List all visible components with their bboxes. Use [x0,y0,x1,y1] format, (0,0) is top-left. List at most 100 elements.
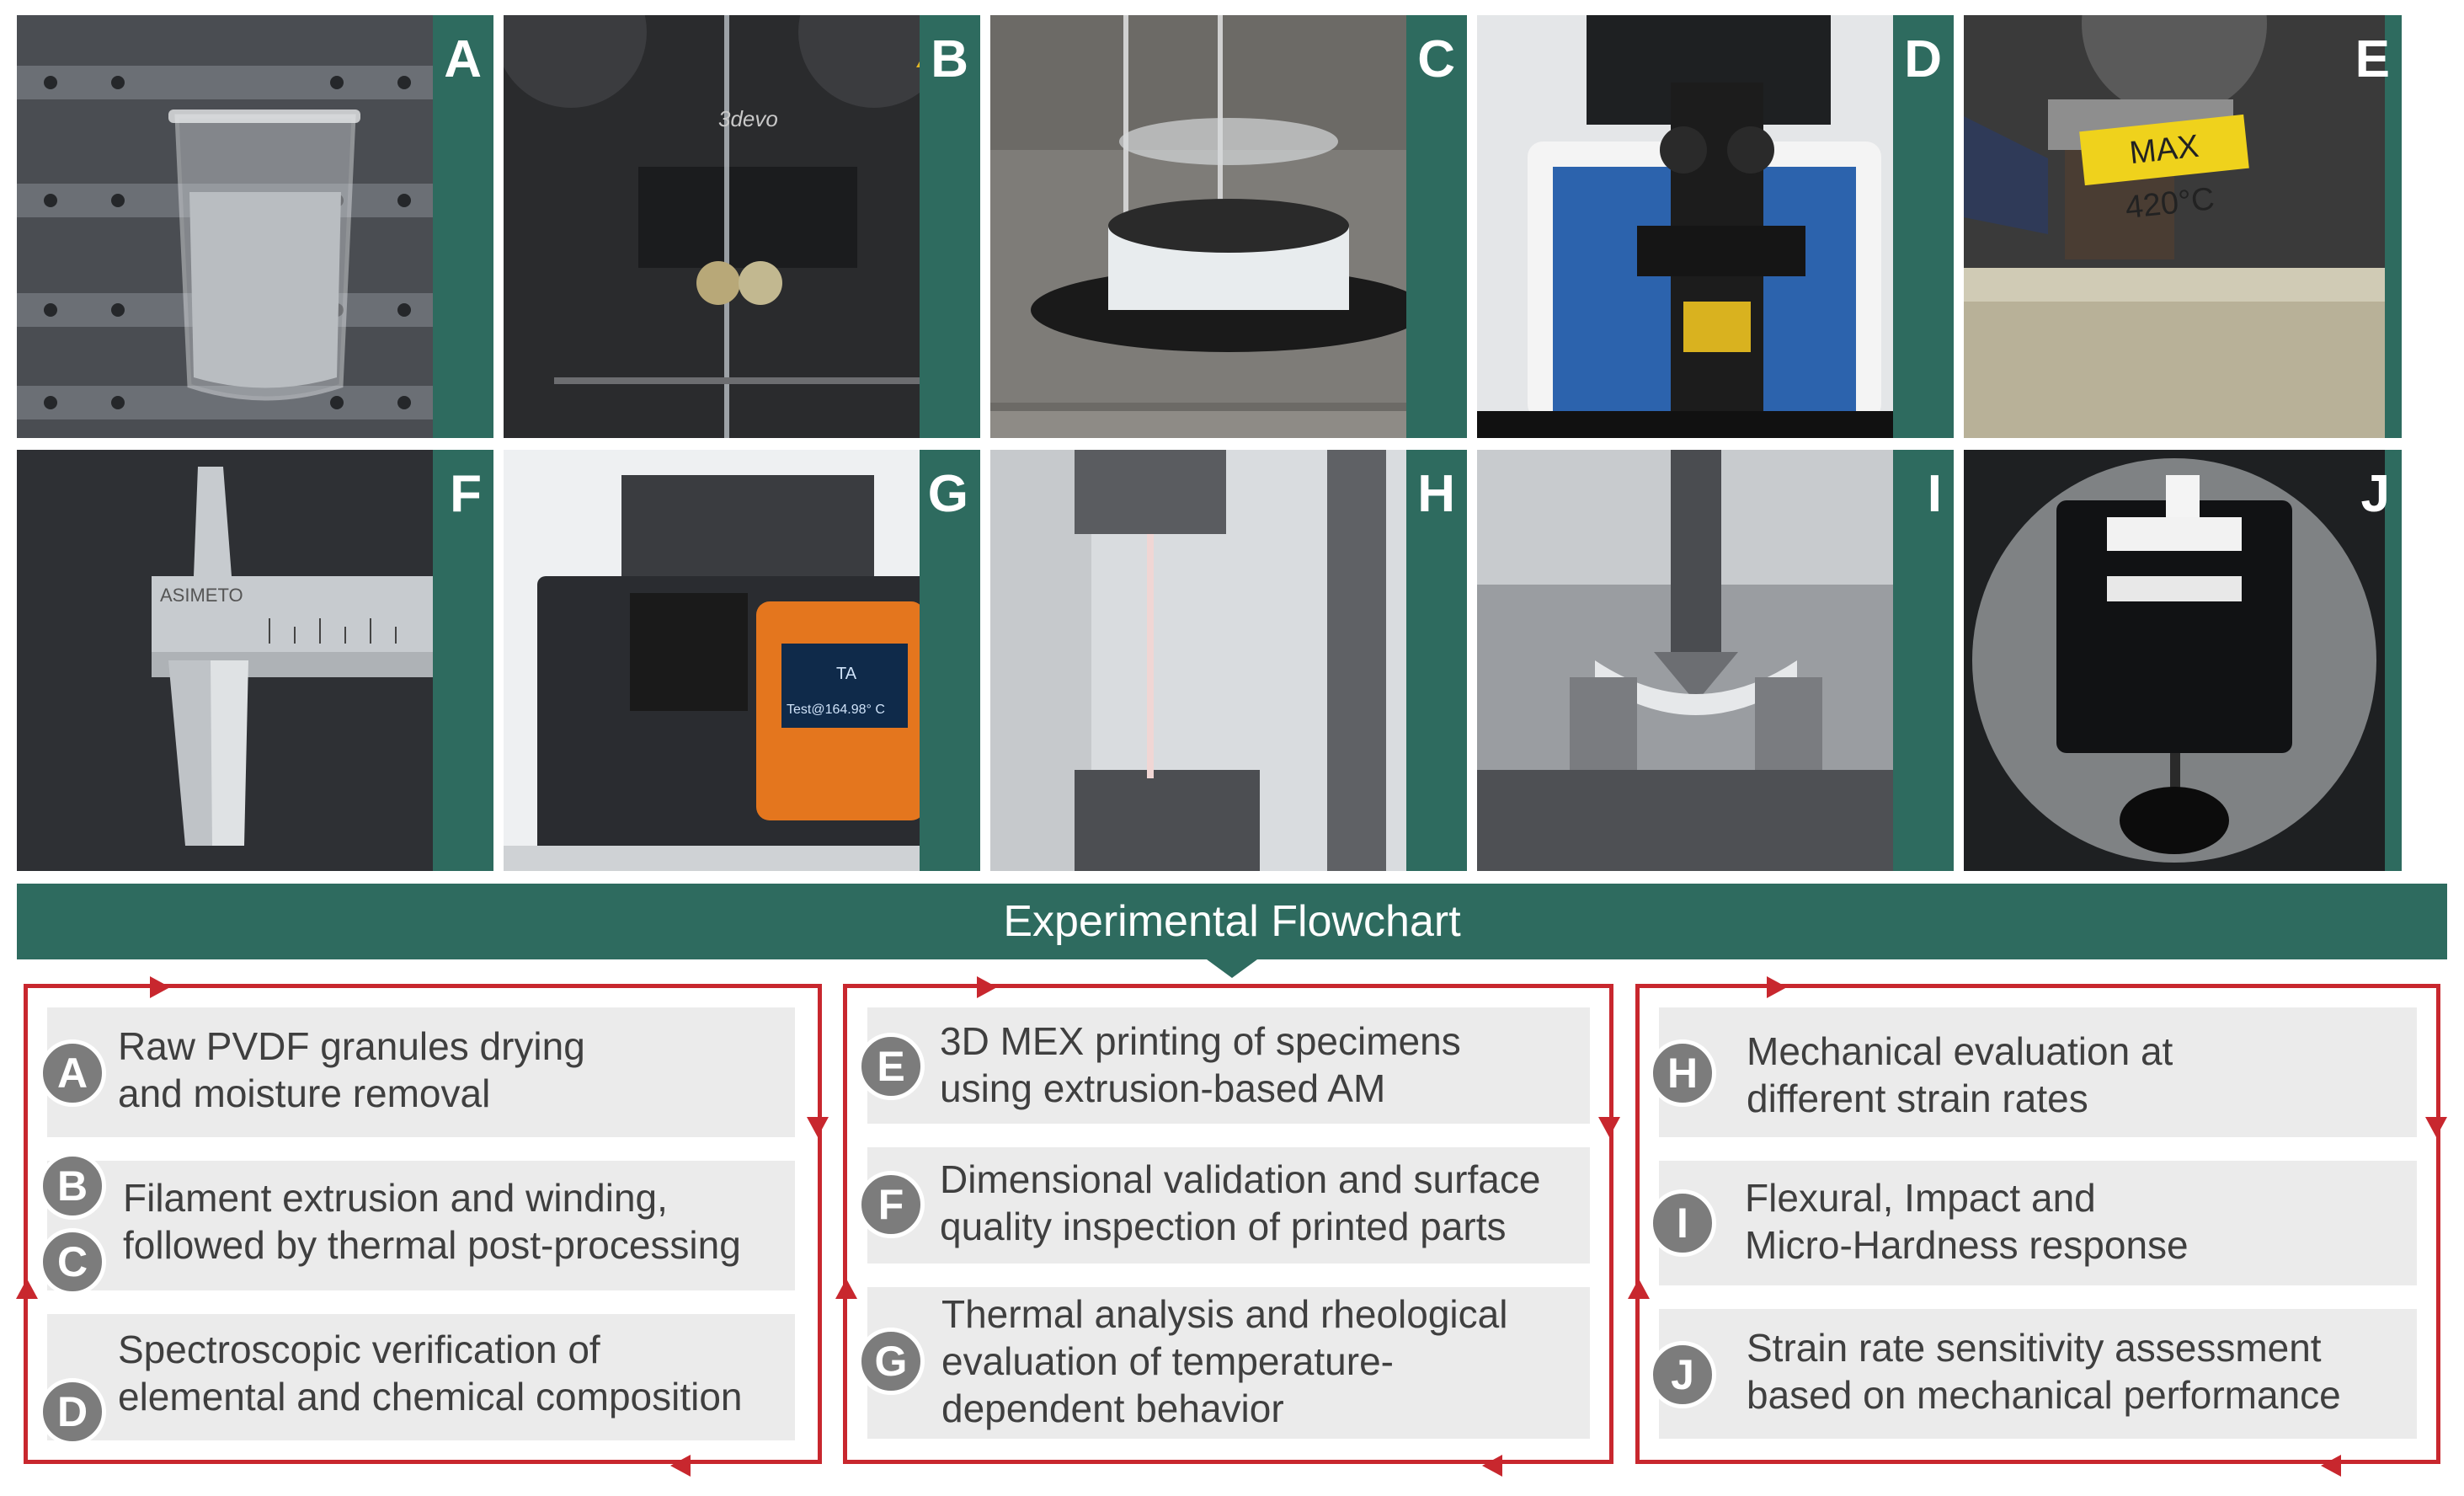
step-text: Thermal analysis and rheological evaluat… [941,1290,1507,1432]
step-text-line: Strain rate sensitivity assessment [1747,1326,2322,1370]
step-badge: D [39,1378,106,1445]
step-text-line: dependent behavior [941,1386,1284,1430]
step-badge: J [1649,1341,1716,1408]
banner-pointer [1207,959,1257,978]
step-text-line: Thermal analysis and rheological [941,1292,1508,1336]
step-badge: G [857,1328,925,1395]
flow-step-8 [1659,1161,2417,1285]
flow-arrow-right [1767,976,1787,998]
flow-arrow-up [1628,1279,1650,1299]
step-text: Filament extrusion and winding, followed… [123,1174,741,1269]
panel-letter: E [2355,30,2390,88]
step-text-line: Mechanical evaluation at [1747,1029,2173,1073]
step-text-line: quality inspection of printed parts [940,1205,1507,1248]
filament-extruder-image [504,15,980,438]
flow-step-7 [1659,1007,2417,1137]
step-text: Dimensional validation and surface quali… [940,1156,1540,1250]
flow-arrow-left [1482,1455,1502,1477]
flow-arrow-up [16,1279,38,1299]
drying-oven-beaker-image [17,15,493,438]
panel-letter: F [450,465,482,523]
flow-arrow-right [150,976,170,998]
photo-panel-b: 3devo B [504,15,980,438]
step-text-line: different strain rates [1747,1077,2088,1120]
photo-panel-h: H [990,450,1467,871]
spectroscopy-microscope-image [1477,15,1954,438]
step-badge: I [1649,1189,1716,1257]
flow-arrow-down [807,1117,829,1137]
step-text: Strain rate sensitivity assessment based… [1747,1324,2341,1419]
flowchart-title: Experimental Flowchart [17,884,2447,959]
panel-letter: B [931,30,968,88]
panel-accent-stripe [433,15,493,438]
step-badge: H [1649,1039,1716,1107]
photo-panel-e: MAX 420°C E [1964,15,2402,438]
photo-panel-f: ASIMETO F [17,450,493,871]
flow-step-9 [1659,1309,2417,1439]
flow-arrow-down [1598,1117,1620,1137]
step-text-line: Micro-Hardness response [1745,1223,2189,1267]
panel-accent-stripe [1893,450,1954,871]
step-badge: F [857,1171,925,1238]
photo-panel-j: J [1964,450,2402,871]
step-text-line: using extrusion-based AM [940,1066,1386,1110]
flow-step-1 [47,1007,795,1137]
instrument-logo-text: TA [836,665,857,683]
step-text-line: Spectroscopic verification of [118,1328,600,1371]
step-text-line: Filament extrusion and winding, [123,1176,668,1220]
panel-accent-stripe [433,450,493,871]
flow-step-5 [867,1147,1590,1264]
panel-accent-stripe [1893,15,1954,438]
step-text-line: evaluation of temperature- [941,1339,1394,1383]
step-text: Spectroscopic verification of elemental … [118,1326,743,1420]
step-text-line: elemental and chemical composition [118,1375,743,1419]
microhardness-vise-image [1964,450,2402,871]
caliper-measurement-image [17,450,493,871]
panel-accent-stripe [2385,450,2402,871]
flow-step-2 [47,1161,795,1290]
step-text: Flexural, Impact and Micro-Hardness resp… [1745,1174,2189,1269]
step-text-line: Raw PVDF granules drying [118,1024,585,1068]
flow-column-1 [24,984,822,1464]
flow-arrow-down [2425,1117,2447,1137]
panel-letter: H [1417,465,1455,523]
flow-arrow-left [670,1455,691,1477]
photo-panel-a: A [17,15,493,438]
panel-letter: C [1417,30,1455,88]
filament-spool-oven-image [990,15,1467,438]
photo-panel-c: C [990,15,1467,438]
step-badge: E [857,1033,925,1100]
rheometer-instrument-image [504,450,980,871]
tensile-test-image [990,450,1467,871]
step-text: Raw PVDF granules drying and moisture re… [118,1023,585,1117]
flow-step-4 [867,1007,1590,1124]
flow-step-6 [867,1287,1590,1439]
step-text-line: and moisture removal [118,1071,491,1115]
step-badge: B [39,1152,106,1220]
step-text-line: Flexural, Impact and [1745,1176,2096,1220]
step-text: Mechanical evaluation at different strai… [1747,1028,2173,1122]
step-badge: A [39,1039,106,1107]
panel-accent-stripe [2385,15,2402,438]
step-text-line: based on mechanical performance [1747,1373,2341,1417]
photo-panel-d: D [1477,15,1954,438]
panel-letter: D [1904,30,1942,88]
flow-arrow-left [2321,1455,2341,1477]
photo-panel-g: TA Test@164.98° C G [504,450,980,871]
panel-accent-stripe [920,450,980,871]
extruder-brand-text: 3devo [718,106,778,131]
flow-arrow-up [835,1279,857,1299]
panel-accent-stripe [1406,450,1467,871]
panel-accent-stripe [920,15,980,438]
panel-letter: A [444,30,482,88]
flow-arrow-right [977,976,997,998]
caliper-brand-text: ASIMETO [160,585,243,606]
instrument-screen-readout: Test@164.98° C [787,703,885,717]
panel-letter: I [1927,465,1942,523]
panel-letter: J [2360,465,2390,523]
step-text-line: Dimensional validation and surface [940,1157,1541,1201]
panel-accent-stripe [1406,15,1467,438]
photo-panel-i: I [1477,450,1954,871]
flexural-test-image [1477,450,1954,871]
step-text: 3D MEX printing of specimens using extru… [940,1018,1461,1112]
